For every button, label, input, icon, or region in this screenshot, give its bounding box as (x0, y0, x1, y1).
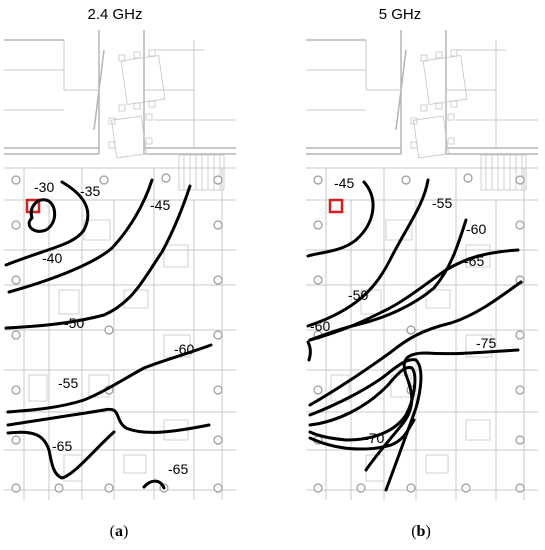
panel-a-title: 2.4 GHz (87, 6, 143, 23)
contour-lines (306, 178, 523, 492)
building-columns (11, 173, 223, 493)
contour-label: -30 (34, 179, 54, 195)
contour-label: -50 (348, 287, 368, 303)
panel-b-caption: (b) (411, 523, 431, 540)
contour-label: -45 (150, 197, 170, 213)
contour-label: -60 (310, 318, 330, 334)
access-point-marker (328, 198, 344, 214)
contour-label: -65 (168, 461, 188, 477)
panel-a-caption: (a) (109, 523, 129, 540)
contour-labels: -30 -35 -45 -40 -50 -60 -55 -65 -65 (34, 179, 194, 477)
contour-label: -60 (174, 341, 194, 357)
panel-b-caption-letter: b (416, 523, 426, 540)
contour-label: -75 (476, 335, 496, 351)
contour-label: -35 (80, 183, 100, 199)
contour-label: -65 (52, 438, 72, 454)
access-point-marker (25, 198, 41, 214)
contour-label: -50 (64, 315, 84, 331)
contour-lines (4, 178, 213, 490)
floorplan-background (306, 30, 538, 500)
floorplan-background (4, 30, 236, 500)
contour-label: -65 (464, 253, 484, 269)
contour-label: -40 (42, 250, 62, 266)
contour-label: -45 (334, 175, 354, 191)
contour-label: -70 (364, 430, 384, 446)
contour-labels: -45 -55 -60 -65 -50 -60 -75 -70 (310, 175, 496, 446)
panel-a-heatmap: -30 -35 -45 -40 -50 -60 -55 -65 -65 (4, 30, 236, 500)
contour-label: -60 (466, 221, 486, 237)
panel-b-title: 5 GHz (378, 6, 422, 23)
panel-b-heatmap: -45 -55 -60 -65 -50 -60 -75 -70 (306, 30, 538, 500)
building-columns (313, 173, 525, 493)
contour-label: -55 (58, 375, 78, 391)
panel-a-caption-letter: a (115, 523, 123, 540)
contour-label: -55 (432, 195, 452, 211)
